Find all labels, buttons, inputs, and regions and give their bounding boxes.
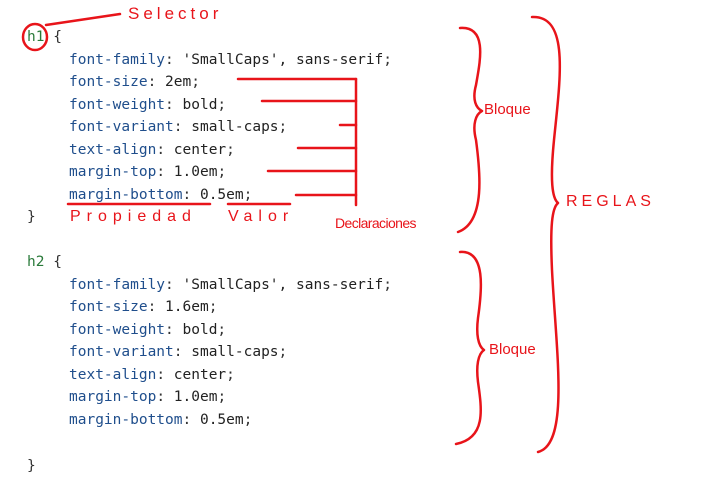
selector-name: h2 — [27, 254, 45, 270]
property-name: text-align — [69, 366, 157, 383]
property-value: 0.5em — [199, 186, 244, 203]
selector-label: Selector — [128, 4, 223, 23]
declaration-line: font-size: 2em; — [69, 74, 200, 90]
rules-label: REGLAS — [566, 193, 655, 210]
property-name: font-size — [69, 299, 148, 315]
property-name: margin-bottom — [69, 411, 183, 428]
declaration-line: font-family: 'SmallCaps', sans-serif; — [69, 51, 393, 68]
property-name: font-weight — [69, 96, 166, 113]
block-brace-1 — [456, 26, 484, 234]
declaration-line: font-size: 1.6em; — [69, 299, 218, 315]
declaration-line: margin-bottom: 0.5em; — [69, 411, 253, 428]
declaration-line: font-weight: bold; — [69, 96, 227, 113]
property-value: 1.0em — [173, 389, 218, 405]
property-name: font-weight — [69, 321, 166, 338]
declarations-label: Declaraciones — [335, 215, 417, 231]
property-value: center — [173, 141, 227, 158]
selector-line: h2 { — [27, 251, 62, 274]
rules-brace — [530, 15, 562, 454]
property-name: font-size — [69, 74, 148, 90]
property-value: small-caps — [191, 119, 279, 135]
declaration-line: margin-top: 1.0em; — [69, 389, 227, 405]
property-value: 'SmallCaps', sans-serif — [182, 51, 384, 68]
property-name: font-variant — [69, 119, 174, 135]
property-value: 0.5em — [199, 411, 244, 428]
property-label: Propiedad — [70, 208, 197, 225]
property-value: 1.0em — [173, 164, 218, 180]
property-value: center — [173, 366, 227, 383]
selector-name: h1 — [27, 29, 45, 45]
property-value: bold — [182, 321, 218, 338]
selector-circle — [21, 22, 49, 52]
property-name: font-family — [69, 276, 166, 293]
declaration-line: text-align: center; — [69, 141, 235, 158]
block-brace-2 — [454, 250, 486, 446]
block-label-1: Bloque — [484, 101, 531, 118]
close-brace: } — [27, 458, 36, 474]
property-value: bold — [182, 96, 218, 113]
property-name: font-family — [69, 51, 166, 68]
declaration-line: font-family: 'SmallCaps', sans-serif; — [69, 276, 393, 293]
declaration-line: font-weight: bold; — [69, 321, 227, 338]
open-brace: { — [53, 29, 62, 45]
declaration-line: text-align: center; — [69, 366, 235, 383]
property-value: 2em — [165, 74, 192, 90]
declaration-line: margin-bottom: 0.5em; — [69, 186, 253, 203]
property-name: text-align — [69, 141, 157, 158]
declaration-line: margin-top: 1.0em; — [69, 164, 227, 180]
open-brace: { — [53, 254, 62, 270]
declaration-line: font-variant: small-caps; — [69, 119, 288, 135]
close-brace: } — [27, 209, 36, 225]
property-value: 'SmallCaps', sans-serif — [182, 276, 384, 293]
value-label: Valor — [228, 208, 295, 225]
block-label-2: Bloque — [489, 341, 536, 358]
selector-pointer-line — [44, 12, 122, 27]
property-name: margin-top — [69, 389, 157, 405]
property-name: margin-bottom — [69, 186, 183, 203]
property-value: 1.6em — [165, 299, 209, 315]
property-name: font-variant — [69, 344, 174, 360]
selector-line: h1 { — [27, 26, 62, 49]
declaration-line: font-variant: small-caps; — [69, 344, 288, 360]
property-value: small-caps — [191, 344, 279, 360]
property-name: margin-top — [69, 164, 157, 180]
